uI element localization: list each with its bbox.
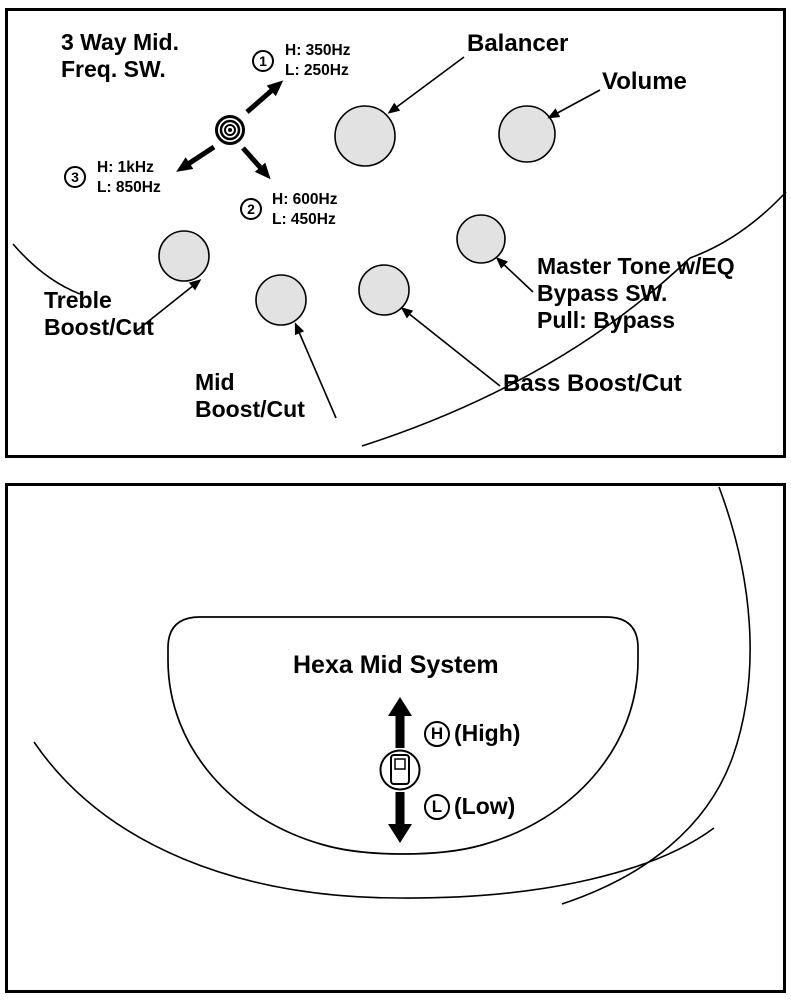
high-label: (High) (454, 720, 521, 746)
control-cavity-plate (167, 616, 639, 855)
treble-label: Treble Boost/Cut (44, 287, 154, 341)
position-1-freqs: H: 350Hz L: 250Hz (285, 41, 350, 80)
low-letter-badge: L (424, 794, 450, 820)
body-contour-left (12, 243, 81, 295)
position-2-freqs: H: 600Hz L: 450Hz (272, 190, 337, 229)
mid-label-line2: Boost/Cut (195, 396, 305, 422)
low-direction-arrow (388, 792, 412, 843)
volume-leader-arrow (547, 89, 601, 119)
hexa-mid-switch-icon (379, 749, 421, 791)
hexa-mid-system-title: Hexa Mid System (293, 651, 499, 679)
low-label: (Low) (454, 793, 516, 819)
mid-label: Mid Boost/Cut (195, 369, 305, 423)
position-2-high: H: 600Hz (272, 191, 338, 208)
treble-knob (158, 230, 210, 282)
switch-arrow-pos2 (241, 146, 271, 180)
treble-label-line2: Boost/Cut (44, 314, 154, 340)
mid-freq-switch-label: 3 Way Mid. Freq. SW. (61, 29, 179, 83)
body-contour-right (689, 191, 787, 259)
position-2-badge: 2 (240, 198, 262, 220)
position-1-badge: 1 (252, 50, 274, 72)
treble-label-line1: Treble (44, 287, 112, 313)
master-tone-label-line1: Master Tone w/EQ (537, 253, 735, 279)
top-panel-frame (5, 8, 786, 458)
position-3-high: H: 1kHz (97, 159, 154, 176)
mid-label-line1: Mid (195, 369, 235, 395)
position-1-high: H: 350Hz (285, 42, 351, 59)
master-tone-knob (456, 214, 506, 264)
balancer-knob (334, 105, 396, 167)
body-contour-waist (361, 257, 691, 447)
position-1-low: L: 250Hz (285, 61, 349, 79)
position-3-badge: 3 (64, 166, 86, 188)
balancer-leader-arrow (387, 56, 465, 114)
mid-freq-switch-label-line1: 3 Way Mid. (61, 29, 179, 55)
mid-knob (255, 274, 307, 326)
body-contour-bottom-left (33, 741, 715, 899)
position-3-low: L: 850Hz (97, 178, 161, 196)
master-tone-leader-arrow (495, 256, 534, 293)
master-tone-label-line3: Pull: Bypass (537, 307, 676, 333)
position-3-freqs: H: 1kHz L: 850Hz (97, 158, 161, 197)
position-2-low: L: 450Hz (272, 210, 336, 228)
high-letter-badge: H (424, 721, 450, 747)
bass-leader-arrow (400, 307, 501, 387)
bass-label: Bass Boost/Cut (503, 370, 682, 397)
mid-freq-switch-label-line2: Freq. SW. (61, 56, 166, 82)
volume-knob (498, 105, 556, 163)
body-contour-bottom-right (561, 486, 751, 905)
bass-knob (358, 264, 410, 316)
volume-label: Volume (602, 68, 687, 95)
treble-leader-arrow (134, 279, 202, 333)
mid-freq-switch (215, 115, 245, 145)
master-tone-label: Master Tone w/EQ Bypass SW. Pull: Bypass (537, 253, 735, 334)
master-tone-label-line2: Bypass SW. (537, 280, 668, 306)
switch-arrow-pos1 (245, 80, 284, 114)
mid-leader-arrow (294, 322, 337, 419)
balancer-label: Balancer (467, 30, 569, 57)
high-direction-arrow (388, 697, 412, 748)
switch-arrow-pos3 (176, 144, 216, 172)
